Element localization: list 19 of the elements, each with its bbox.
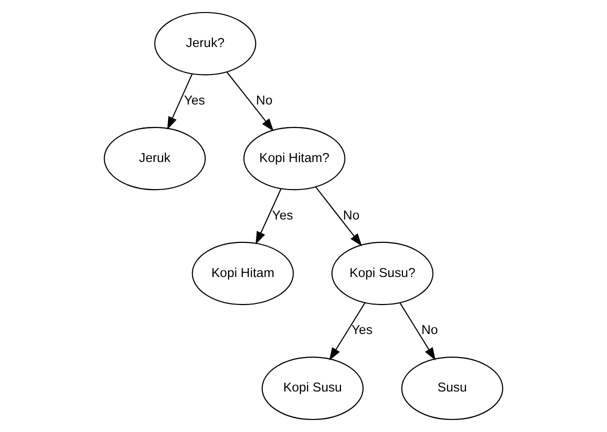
edge-label: No: [343, 207, 360, 222]
node-ellipse: Susu: [401, 356, 504, 420]
arrow: [226, 72, 274, 132]
edge-label: Yes: [272, 207, 294, 222]
node-ellipse: Kopi Hitam: [192, 242, 294, 306]
edge-label: No: [256, 92, 273, 108]
node-ellipse: Jeruk?: [154, 12, 256, 76]
arrow: [399, 302, 436, 360]
edge-label: Yes: [352, 322, 373, 338]
edge-label: No: [421, 322, 438, 338]
node-ellipse: Jeruk: [104, 126, 206, 190]
arrow: [167, 74, 193, 130]
node-ellipse: Kopi Hitam?: [243, 126, 346, 190]
arrow: [256, 188, 282, 245]
edge-label: Yes: [184, 92, 206, 108]
node-ellipse: Kopi Susu?: [331, 242, 434, 306]
arrow: [329, 302, 366, 360]
node-ellipse: Kopi Susu: [262, 356, 364, 420]
arrow: [315, 186, 362, 246]
